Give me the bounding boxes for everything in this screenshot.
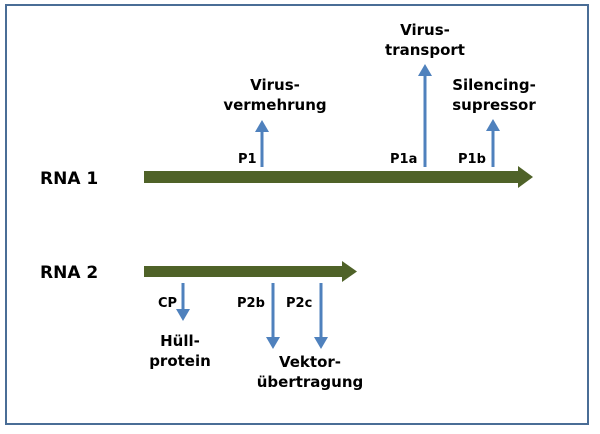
- p2b-label: P2b: [237, 296, 265, 311]
- vector-transmission-line-1: Vektor-: [279, 353, 341, 371]
- p1b-arrow: [486, 119, 500, 167]
- cp-function-line-2: protein: [149, 352, 211, 370]
- p1a-label: P1a: [390, 152, 417, 167]
- rna2-bar: [144, 261, 357, 282]
- p1-function-line-1: Virus-: [250, 76, 300, 94]
- cp-function-line-1: Hüll-: [160, 332, 200, 350]
- p2c-label: P2c: [286, 296, 312, 311]
- p2c-arrow: [314, 283, 328, 349]
- p1a-function-line-2: transport: [385, 41, 465, 59]
- vector-transmission-line-2: übertragung: [257, 373, 364, 391]
- p1-function-line-2: vermehrung: [223, 96, 326, 114]
- rna1-bar: [144, 166, 533, 188]
- p1b-function-line-1: Silencing-: [452, 76, 536, 94]
- p1a-function-line-1: Virus-: [400, 21, 450, 39]
- diagram-frame: [5, 4, 589, 425]
- rna2-label: RNA 2: [40, 263, 98, 283]
- p1-arrow: [255, 120, 269, 167]
- rna1-label: RNA 1: [40, 169, 98, 189]
- p1-label: P1: [238, 152, 257, 167]
- p1a-arrow: [418, 64, 432, 167]
- cp-label: CP: [158, 296, 177, 311]
- cp-arrow: [176, 283, 190, 321]
- p2b-arrow: [266, 283, 280, 349]
- p1b-label: P1b: [458, 152, 486, 167]
- p1b-function-line-2: supressor: [452, 96, 536, 114]
